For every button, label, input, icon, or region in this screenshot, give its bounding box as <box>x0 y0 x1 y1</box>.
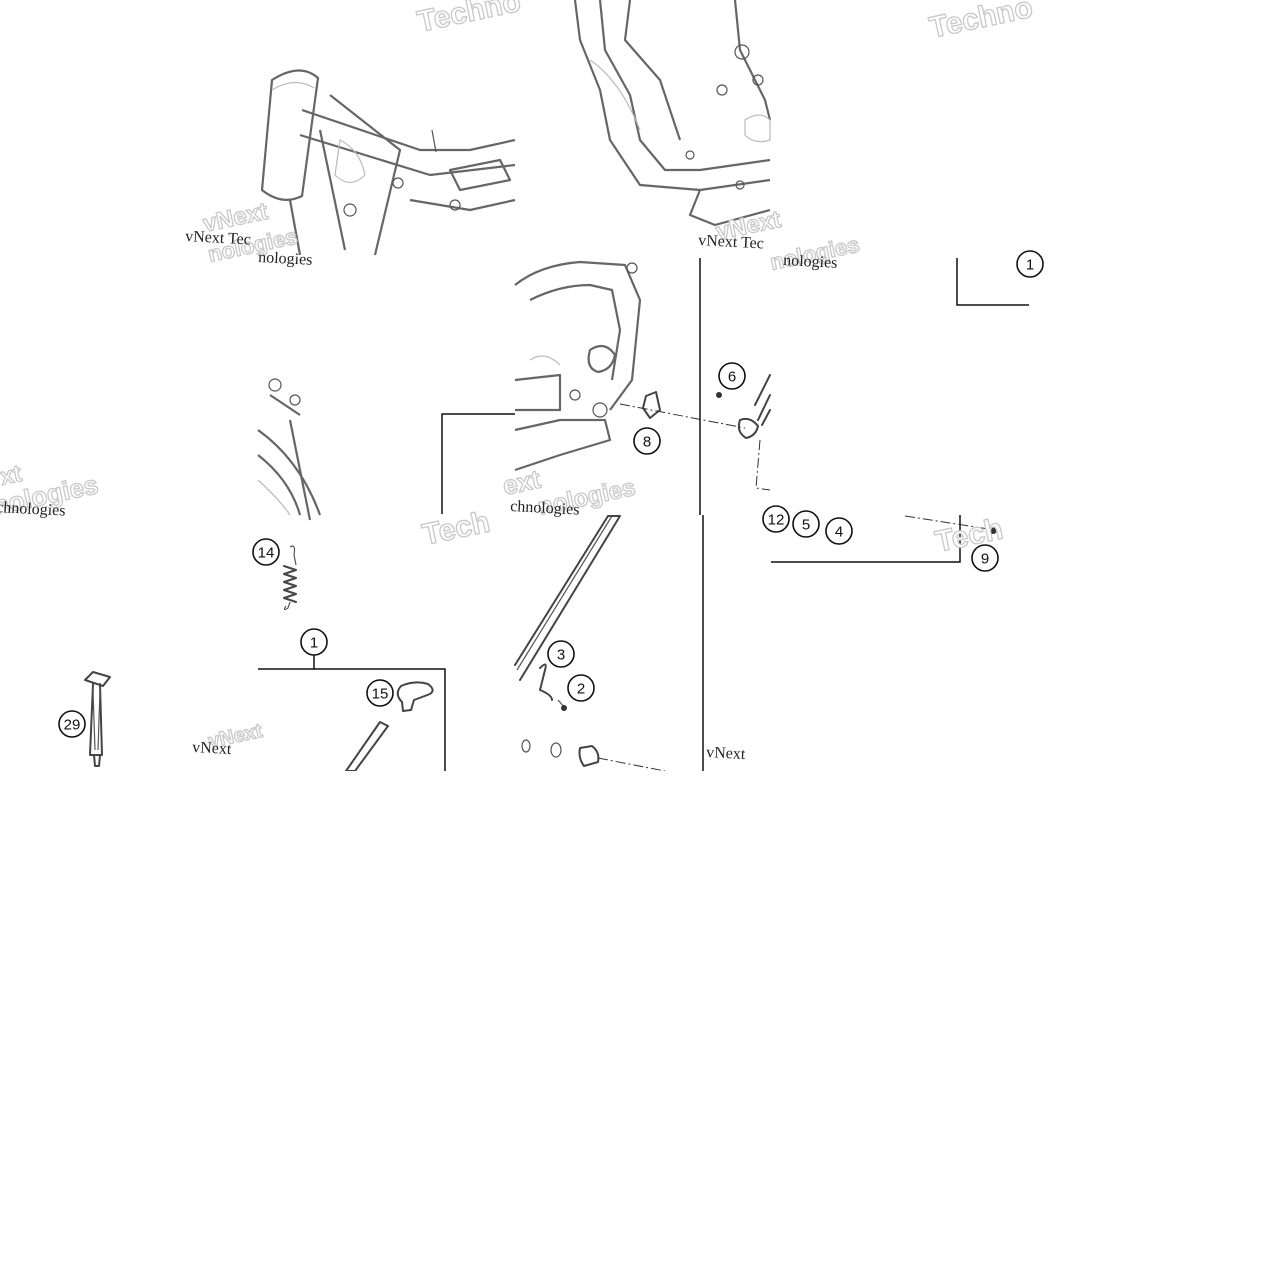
svg-text:6: 6 <box>728 369 736 386</box>
svg-text:8: 8 <box>643 434 651 451</box>
watermark-vnext-3: vNext <box>192 739 232 758</box>
watermark-chnologies-text-1: chnologies <box>0 499 66 520</box>
callout-9: 9 <box>971 544 999 572</box>
svg-text:29: 29 <box>64 717 81 734</box>
callout-group-bracket-lower <box>771 515 997 563</box>
svg-text:14: 14 <box>258 545 275 562</box>
svg-text:15: 15 <box>372 686 389 703</box>
frame-pivot-drawing <box>441 258 771 515</box>
svg-text:4: 4 <box>835 524 843 541</box>
watermark-vnext-1: vNext Tec <box>185 228 251 248</box>
callout-5: 5 <box>792 510 820 538</box>
watermark-nologies-text-1: nologies <box>258 249 313 269</box>
callout-4: 4 <box>825 517 853 545</box>
callout-8: 8 <box>633 427 661 455</box>
frame-headstock-drawing <box>260 69 516 256</box>
tool-drawing <box>84 671 111 767</box>
svg-text:3: 3 <box>557 647 565 664</box>
blank-area <box>0 771 1285 1285</box>
callout-3: 3 <box>547 640 575 668</box>
watermark-techno-2: Techno <box>927 0 1036 45</box>
callout-15: 15 <box>366 679 394 707</box>
watermark-xt-1: xt <box>0 460 24 491</box>
watermark-techno-1: Techno <box>415 0 524 39</box>
side-stand-drawing <box>258 655 446 772</box>
frame-rear-drawing <box>573 0 772 227</box>
watermark-tech-3: Tech <box>420 505 493 551</box>
callout-6: 6 <box>718 362 746 390</box>
callout-12: 12 <box>762 505 790 533</box>
watermark-chnologies-text-2: chnologies <box>510 498 580 519</box>
callout-1: 1 <box>300 628 328 656</box>
svg-text:9: 9 <box>981 551 989 568</box>
svg-text:12: 12 <box>768 512 785 529</box>
callout-1-partial: 1 <box>1016 250 1044 278</box>
svg-text:2: 2 <box>577 681 585 698</box>
callout-14: 14 <box>252 538 280 566</box>
svg-text:1: 1 <box>1026 257 1034 274</box>
frame-lower-drawing <box>257 378 322 521</box>
watermark-nologies-text-2: nologies <box>783 252 838 272</box>
spring-drawing <box>283 545 297 611</box>
watermark-vnext-2: vNext Tec <box>698 232 764 252</box>
callout-2: 2 <box>567 674 595 702</box>
watermark-vnext-4: vNext <box>706 744 746 763</box>
svg-text:1: 1 <box>310 635 318 652</box>
svg-text:5: 5 <box>802 517 810 534</box>
callout-29: 29 <box>58 710 86 738</box>
callout-group-bracket <box>956 258 1029 306</box>
stand-leg-drawing <box>514 515 704 772</box>
